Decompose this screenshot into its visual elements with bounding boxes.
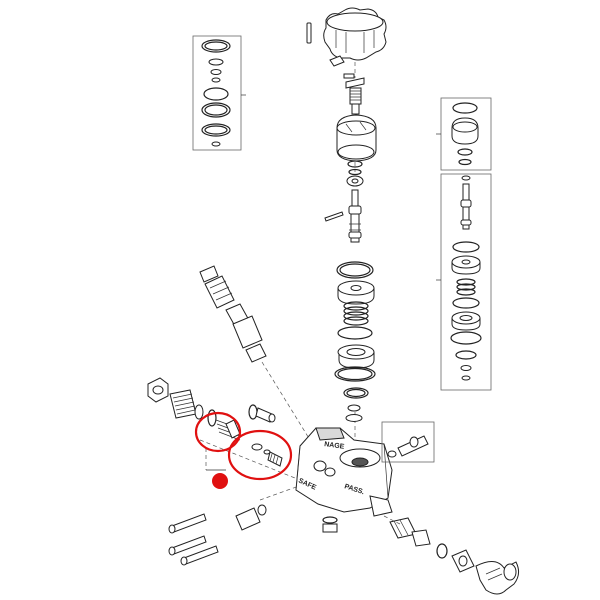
body-washer (345, 414, 363, 422)
seat-assembly (334, 326, 376, 412)
bottom-fitting (235, 504, 338, 533)
key (329, 55, 345, 67)
inset-box-upper-left (192, 35, 246, 151)
small-fitting-right (248, 404, 276, 423)
inset-box-right-top (436, 97, 492, 171)
bolts (168, 513, 219, 566)
threaded-fitting (267, 451, 283, 467)
knob-pin (306, 22, 312, 44)
highlight-dot (212, 473, 228, 489)
upper-stem (349, 87, 362, 115)
spring-fitting (207, 409, 241, 441)
elbow-fitting (475, 561, 520, 595)
top-knob (323, 7, 387, 61)
inset-box-right-fitting (381, 421, 435, 463)
seal-stack (336, 261, 375, 305)
main-spring (343, 301, 369, 326)
body-label-nage: NAGE (324, 441, 345, 451)
valve-body: NAGE PASS. SAFE (295, 427, 393, 517)
stem-pin (324, 211, 344, 222)
red-markup (194, 411, 293, 489)
inset-box-right-bottom (436, 173, 492, 391)
upper-o-rings (346, 160, 364, 187)
hex-nut (147, 377, 169, 403)
retaining-clip (343, 73, 365, 89)
quick-coupler (199, 265, 267, 363)
washer-small (251, 443, 271, 455)
valve-stem (348, 189, 362, 243)
cam-housing (336, 114, 377, 162)
highlight-circle-washers (227, 429, 293, 481)
outlet-fittings (389, 517, 475, 573)
bellows-fitting (169, 389, 204, 420)
highlight-circle-spring (194, 411, 242, 453)
